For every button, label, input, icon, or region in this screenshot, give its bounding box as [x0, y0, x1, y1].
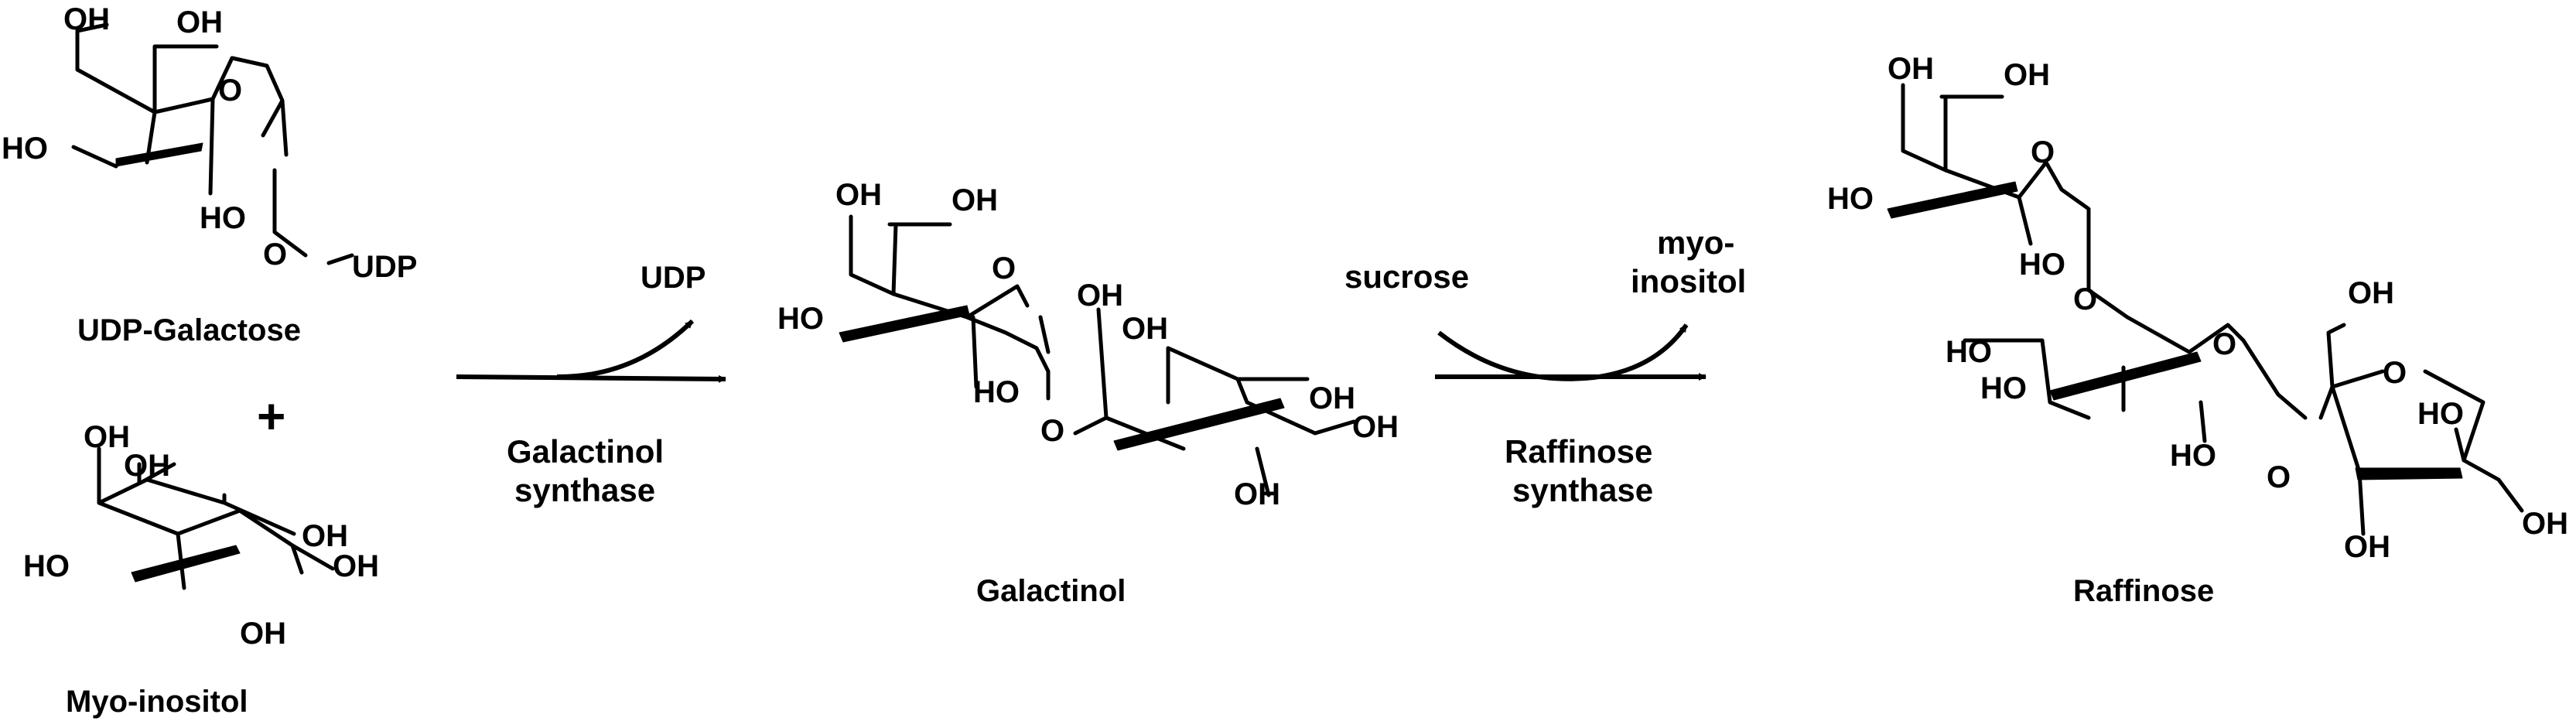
raffinose-glc-bonds: [1963, 288, 2308, 443]
inositol-oh-1: OH: [84, 420, 130, 454]
raffinose-gal-wedge: [1887, 181, 2018, 219]
udp-gal-ring-bonds: [75, 22, 289, 165]
raffinose-fru-oh-bottom: OH: [2344, 530, 2390, 564]
reaction-1-byproduct-udp: UDP: [641, 261, 705, 295]
inositol-oh-3: OH: [302, 519, 348, 553]
inositol-oh-5: OH: [333, 549, 379, 583]
udp-gal-udp: UDP: [352, 250, 417, 284]
raffinose-fru-oh-ring: HO: [2417, 397, 2464, 431]
galactinol-gal-oh-top-1: OH: [835, 178, 882, 212]
raffinose-fru-ring-o: O: [2383, 356, 2407, 390]
reaction-1-enzyme-line2: synthase: [514, 472, 655, 508]
raffinose-gal-oh-bottom: HO: [2019, 248, 2065, 282]
raffinose-glc-oh-1: HO: [1946, 335, 1992, 369]
raffinose-fru-oh-right: OH: [2522, 507, 2568, 541]
raffinose-gal-bonds: [1901, 83, 2091, 292]
galactinol-gal-oh-left: HO: [777, 302, 824, 336]
raffinose-glc-wedge: [2049, 351, 2202, 401]
udp-gal-oh-top-2: OH: [176, 5, 223, 39]
galactinol-structure: [839, 214, 1356, 497]
galactinol-gal-oh-top-2: OH: [951, 183, 998, 217]
inositol-wedge-bond: [131, 545, 241, 583]
plus-sign: +: [257, 388, 285, 444]
reaction-2-byproduct-line2: inositol: [1631, 263, 1746, 299]
raffinose-gal-oh-left: HO: [1827, 182, 1874, 216]
galactinol-ino-oh-4: OH: [1352, 410, 1399, 444]
reaction-1-enzyme-line1: Galactinol: [507, 433, 664, 470]
raffinose-link-o-2: O: [2267, 460, 2291, 494]
reaction-2-enzyme-line1: Raffinose: [1505, 433, 1652, 470]
reaction-2-enzyme-line2: synthase: [1512, 472, 1653, 508]
udp-gal-side-bonds: [71, 97, 354, 265]
myo-inositol-structure: [97, 446, 335, 590]
udp-galactose-structure: [71, 22, 354, 265]
galactinol-name: Galactinol: [976, 574, 1126, 608]
reaction-1-main-arrow: [456, 374, 726, 383]
raffinose-name: Raffinose: [2073, 574, 2214, 608]
udp-gal-oh-bottom: HO: [200, 201, 246, 235]
raffinose-link-o-1: O: [2073, 282, 2097, 316]
reaction-1-arrow: [456, 319, 726, 383]
reaction-2-arrow: [1435, 323, 1707, 381]
udp-gal-oh-top-1: OH: [63, 2, 110, 36]
raffinose-fru-bonds: [2318, 323, 2524, 536]
raffinose-gal-oh-top-1: OH: [1888, 52, 1934, 86]
raffinose-fru-wedge: [2355, 467, 2463, 480]
myo-inositol-name: Myo-inositol: [66, 685, 248, 719]
reaction-2-byproduct-line1: myo-: [1657, 224, 1734, 261]
udp-gal-ring-o: O: [218, 73, 242, 108]
galactinol-gal-bonds: [849, 214, 1051, 401]
galactinol-ino-oh-1: OH: [1077, 279, 1123, 313]
udp-galactose-name: UDP-Galactose: [77, 313, 301, 347]
reaction-1-side-arrow: [556, 319, 695, 380]
galactinol-ino-wedge: [1113, 398, 1285, 451]
galactinol-ino-oh-5: OH: [1234, 477, 1280, 511]
reaction-2-side-arrow: [1437, 323, 1689, 381]
raffinose-structure: [1887, 83, 2524, 536]
raffinose-glc-oh-3: HO: [2170, 439, 2216, 473]
galactinol-ino-oh-3: OH: [1309, 381, 1355, 415]
udp-gal-oh-left: HO: [2, 132, 48, 166]
udp-gal-wedge-bond: [115, 142, 203, 167]
raffinose-gal-ring-o: O: [2031, 135, 2055, 169]
galactinol-link-o: O: [1040, 414, 1064, 448]
raffinose-gal-oh-top-2: OH: [2004, 58, 2050, 92]
galactinol-ino-oh-2: OH: [1122, 312, 1168, 346]
raffinose-glc-oh-2: HO: [1980, 371, 2027, 405]
inositol-oh-6: OH: [240, 617, 286, 651]
galactinol-gal-oh-bottom: HO: [973, 375, 1020, 409]
raffinose-glc-ring-o: O: [2212, 327, 2236, 361]
udp-gal-glyco-o: O: [263, 238, 287, 272]
inositol-oh-4: HO: [23, 549, 70, 583]
galactinol-gal-wedge: [839, 305, 970, 343]
inositol-oh-2: OH: [124, 449, 170, 483]
galactinol-gal-ring-o: O: [992, 251, 1016, 285]
raffinose-fru-oh-ch2: OH: [2348, 276, 2394, 310]
reaction-2-cosubstrate: sucrose: [1344, 258, 1469, 295]
